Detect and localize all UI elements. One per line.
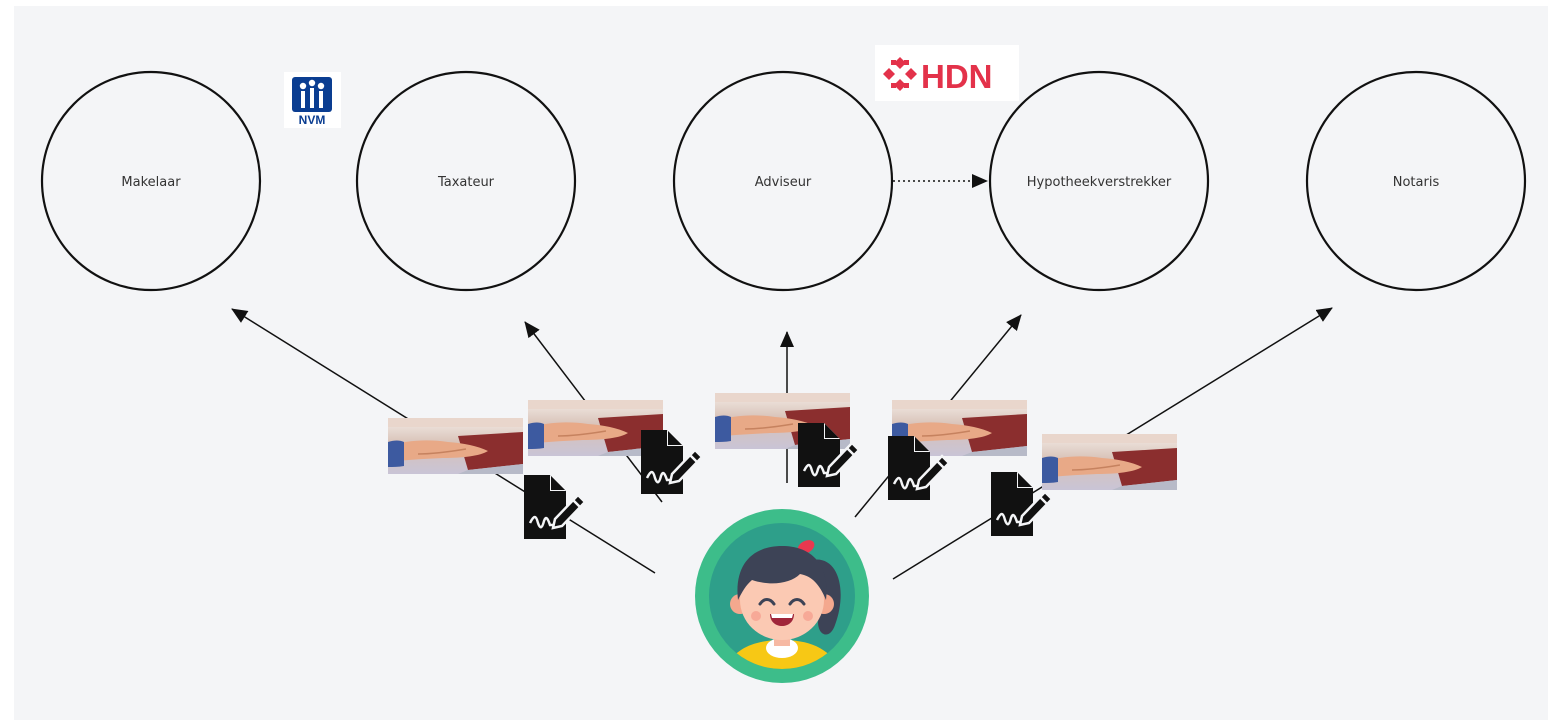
node-label-hypotheekverstrekker: Hypotheekverstrekker: [1027, 175, 1172, 190]
hdn-logo: HDN: [875, 45, 1019, 101]
node-hypotheekverstrekker[interactable]: Hypotheekverstrekker: [988, 70, 1210, 292]
nvm-logo-text: NVM: [299, 113, 326, 127]
node-makelaar[interactable]: Makelaar: [40, 70, 262, 292]
node-label-makelaar: Makelaar: [121, 175, 181, 190]
node-label-taxateur: Taxateur: [437, 175, 495, 190]
signed-document-icon: [522, 475, 586, 539]
hand-passport-photo-1: [388, 418, 523, 474]
hand-passport-photo-5: [1042, 434, 1177, 490]
node-label-adviseur: Adviseur: [755, 175, 812, 190]
node-label-notaris: Notaris: [1393, 175, 1440, 190]
hdn-emblem-icon: [883, 57, 917, 91]
photos: [388, 393, 1177, 490]
node-notaris[interactable]: Notaris: [1305, 70, 1527, 292]
hdn-logo-text: HDN: [921, 58, 993, 95]
node-adviseur[interactable]: Adviseur: [672, 70, 894, 292]
user-avatar[interactable]: [695, 509, 869, 683]
node-taxateur[interactable]: Taxateur: [355, 70, 577, 292]
nvm-logo: NVM: [284, 72, 341, 128]
signed-document-icon: [639, 430, 703, 494]
